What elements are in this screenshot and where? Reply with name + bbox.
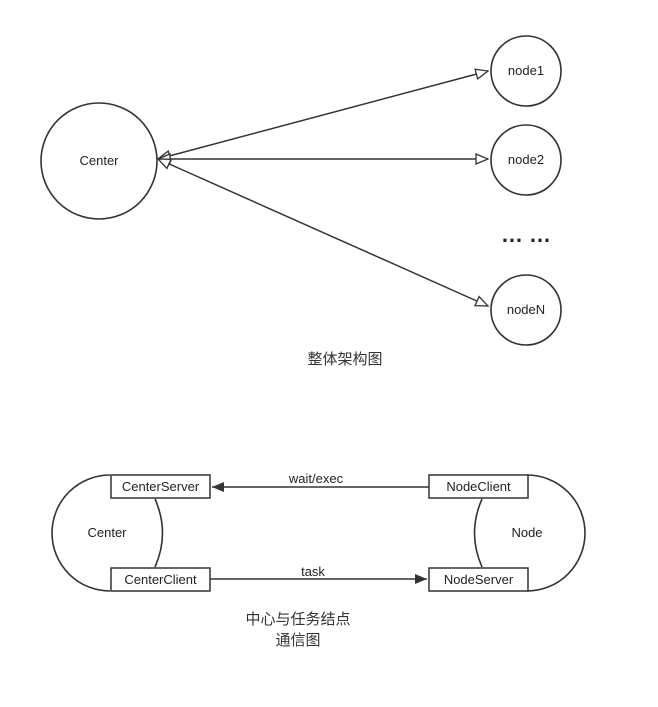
node-shape-label: Node bbox=[511, 525, 542, 540]
center-shape-label: Center bbox=[87, 525, 127, 540]
bottom-communication-diagram: Center Node CenterServer CenterClient No… bbox=[51, 471, 586, 649]
edge-center-node1 bbox=[158, 71, 488, 159]
center-client-label: CenterClient bbox=[124, 572, 197, 587]
center-server-label: CenterServer bbox=[122, 479, 200, 494]
center-node: Center bbox=[40, 102, 158, 220]
edge-center-nodeN bbox=[158, 159, 488, 306]
node-n-label: nodeN bbox=[507, 302, 545, 317]
node-client-label: NodeClient bbox=[446, 479, 511, 494]
ellipsis-text: … … bbox=[501, 222, 551, 247]
node-2-label: node2 bbox=[508, 152, 544, 167]
edge-task-label: task bbox=[301, 564, 325, 579]
edge-wait-exec-label: wait/exec bbox=[288, 471, 344, 486]
node-1-label: node1 bbox=[508, 63, 544, 78]
center-shape-inner bbox=[154, 498, 164, 568]
node-2: node2 bbox=[490, 124, 562, 196]
node-shape-inner bbox=[473, 498, 483, 568]
center-server-box: CenterServer bbox=[110, 474, 211, 499]
top-architecture-diagram: Center node1 node2 nodeN … … 整体架构图 bbox=[40, 35, 562, 368]
center-client-box: CenterClient bbox=[110, 567, 211, 592]
center-shape bbox=[51, 474, 111, 592]
node-shape bbox=[526, 474, 586, 592]
bottom-caption-line1: 中心与任务结点 bbox=[245, 610, 350, 628]
center-node-label: Center bbox=[79, 153, 119, 168]
node-server-box: NodeServer bbox=[428, 567, 529, 592]
bottom-caption-line2: 通信图 bbox=[275, 631, 320, 649]
node-client-box: NodeClient bbox=[428, 474, 529, 499]
node-1: node1 bbox=[490, 35, 562, 107]
node-n: nodeN bbox=[490, 274, 562, 346]
node-server-label: NodeServer bbox=[444, 572, 514, 587]
top-caption: 整体架构图 bbox=[307, 350, 382, 368]
